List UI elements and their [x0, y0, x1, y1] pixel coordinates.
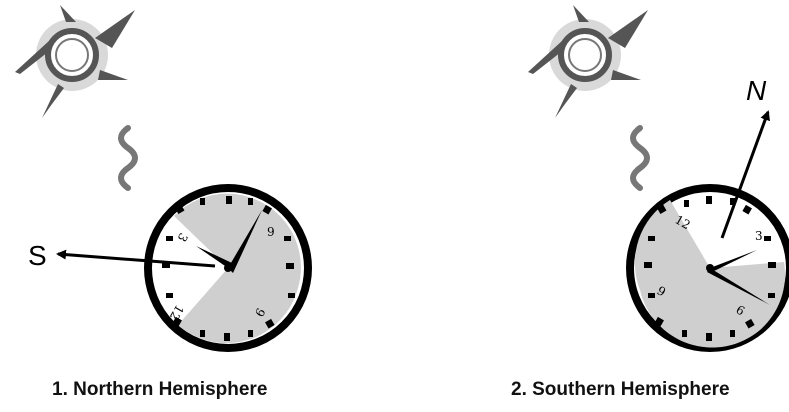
direction-label-south: S: [28, 240, 47, 271]
sun-icon: [15, 5, 135, 118]
caption-northern-hemisphere: 1. Northern Hemisphere: [52, 379, 267, 400]
clock-number-9: 9: [267, 225, 275, 239]
panel-southern-hemisphere: 12 3 6 9 N 2. Southern Hemisphere: [511, 5, 789, 400]
light-ray-icon: [121, 128, 135, 188]
sun-icon: [528, 5, 648, 118]
direction-label-north: N: [746, 75, 767, 106]
light-ray-icon: [633, 128, 647, 188]
clock-icon: 3 9 6 12: [148, 188, 308, 348]
clock-icon: 12 3 6 9: [630, 188, 789, 348]
clock-number-3: 3: [755, 229, 763, 243]
caption-southern-hemisphere: 2. Southern Hemisphere: [511, 379, 730, 400]
panel-northern-hemisphere: 3 9 6 12 S 1. Northern Hemisphere: [15, 5, 308, 400]
